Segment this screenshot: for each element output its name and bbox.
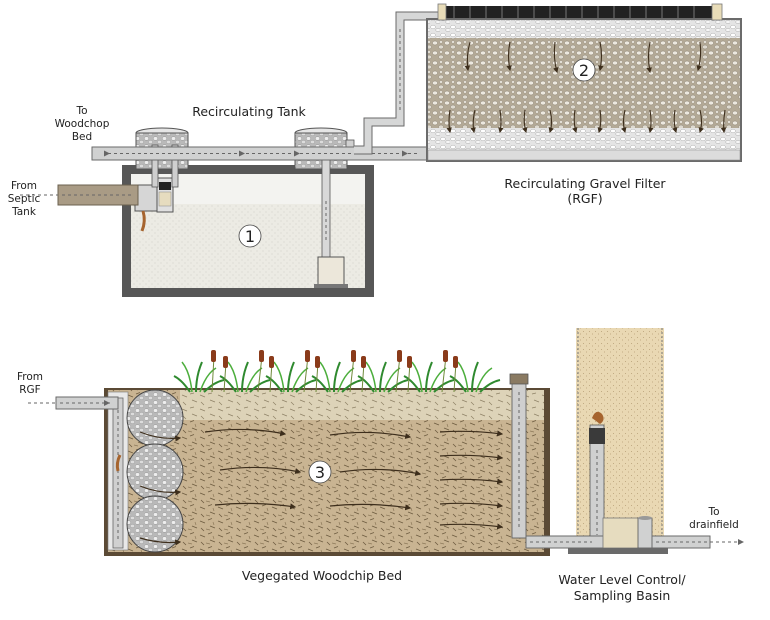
label-to-drainfield: To drainfield	[689, 506, 739, 531]
label-rgf: Recirculating Gravel Filter (RGF)	[504, 176, 666, 206]
label-to-woodchop-bed-line3: Bed	[72, 131, 92, 143]
component-number-1: 1	[245, 227, 255, 246]
label-to-woodchop-bed: To Woodchop Bed	[55, 105, 110, 143]
label-to-woodchop-bed-line2: Woodchop	[55, 118, 110, 130]
label-from-septic-tank-line2: Septic	[8, 193, 41, 205]
label-rgf-line2: (RGF)	[567, 191, 602, 206]
label-sampling-basin: Water Level Control/ Sampling Basin	[558, 572, 686, 603]
top-return-pipe	[92, 147, 432, 160]
wetland-plants	[174, 350, 500, 392]
label-to-drainfield-line1: To	[707, 506, 719, 518]
label-recirculating-tank: Recirculating Tank	[192, 104, 306, 119]
label-from-rgf-line1: From	[17, 371, 43, 383]
label-rgf-line1: Recirculating Gravel Filter	[504, 176, 666, 191]
label-from-septic-tank-line1: From	[11, 180, 37, 192]
label-woodchip-bed: Vegegated Woodchip Bed	[242, 568, 402, 583]
label-to-drainfield-line2: drainfield	[689, 519, 739, 531]
label-sampling-basin-line2: Sampling Basin	[574, 588, 671, 603]
label-from-rgf-line2: RGF	[19, 384, 40, 396]
label-from-septic-tank: From Septic Tank	[8, 180, 41, 218]
recirculating-gravel-filter	[426, 4, 742, 162]
label-from-rgf: From RGF	[17, 371, 43, 396]
label-to-woodchop-bed-line1: To	[75, 105, 87, 117]
component-number-2: 2	[579, 61, 589, 80]
woodchip-bed	[104, 374, 550, 556]
rgf-inlet-pipe	[28, 397, 118, 409]
label-sampling-basin-line1: Water Level Control/	[558, 572, 686, 587]
component-number-3: 3	[315, 463, 325, 482]
label-from-septic-tank-line3: Tank	[11, 206, 37, 218]
